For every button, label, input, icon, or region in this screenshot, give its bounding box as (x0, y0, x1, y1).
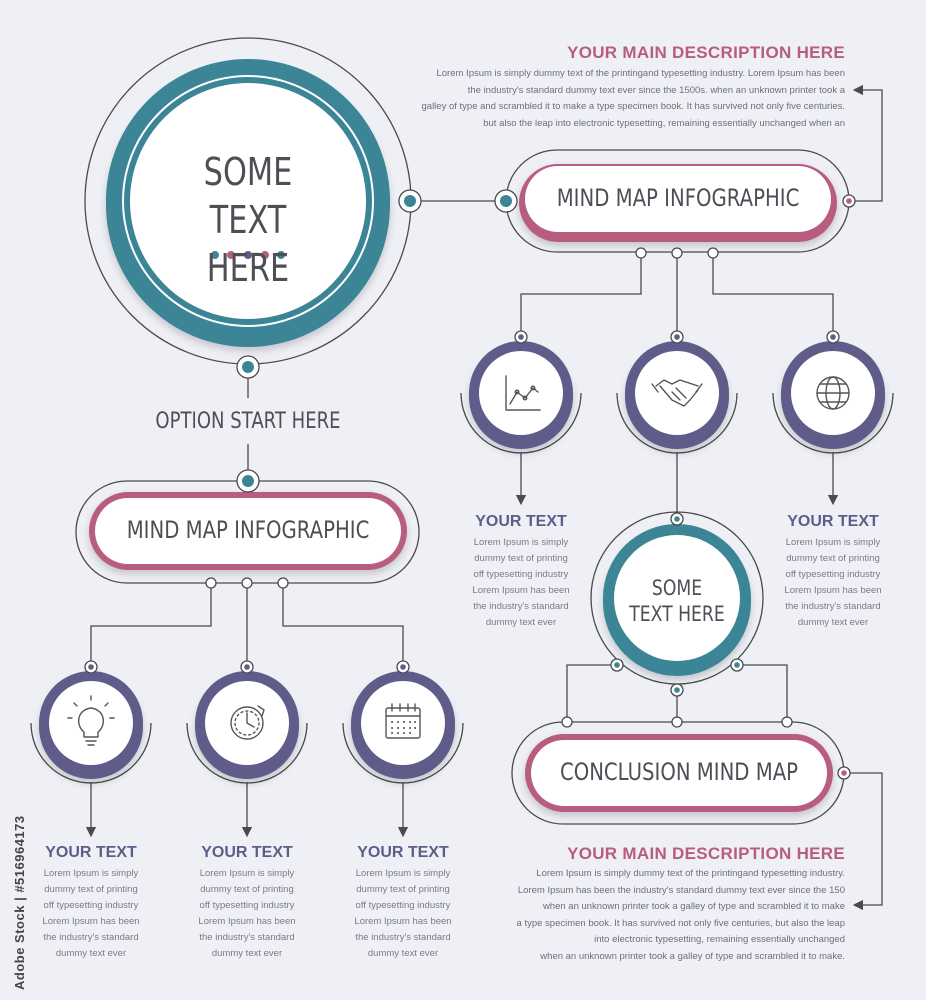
stock-watermark: Adobe Stock | #516964173 (12, 815, 27, 990)
lightbulb-icon (67, 695, 115, 746)
top-description-body: Lorem Ipsum is simply dummy text of the … (421, 68, 846, 129)
right-node-3 (772, 341, 894, 454)
globe-icon (816, 376, 850, 410)
color-dots (211, 251, 285, 259)
left-node-2 (186, 671, 308, 784)
left-pill-label: MIND MAP INFOGRAPHIC (126, 516, 370, 544)
left-node-2-body: Lorem Ipsum is simply dummy text of prin… (198, 868, 296, 959)
left-node-3 (342, 671, 464, 784)
connector-dots (84, 189, 856, 780)
top-description-title: YOUR MAIN DESCRIPTION HERE (567, 43, 845, 62)
left-node-1 (30, 671, 152, 784)
right-node-1-body: Lorem Ipsum is simply dummy text of prin… (472, 537, 570, 628)
line-chart-icon (505, 375, 541, 411)
left-node-1-body: Lorem Ipsum is simply dummy text of prin… (42, 868, 140, 959)
right-node-1 (460, 341, 582, 454)
clock-icon (230, 705, 265, 740)
right-node-3-body: Lorem Ipsum is simply dummy text of prin… (784, 537, 882, 628)
main-circle-text: SOME TEXT HERE (168, 148, 328, 292)
left-pill (75, 480, 420, 584)
top-pill (505, 149, 850, 253)
conclusion-pill (511, 721, 845, 825)
bottom-description-body: Lorem Ipsum is simply dummy text of the … (516, 868, 845, 962)
main-circle-line2: TEXT HERE (206, 198, 290, 290)
left-node-1-title: YOUR TEXT (45, 844, 137, 861)
secondary-circle-line2: TEXT HERE (629, 602, 725, 626)
top-pill-label: MIND MAP INFOGRAPHIC (556, 184, 800, 212)
conclusion-pill-label: CONCLUSION MIND MAP (559, 758, 799, 786)
handshake-icon (651, 379, 703, 407)
secondary-circle (590, 511, 764, 685)
left-node-2-title: YOUR TEXT (201, 844, 293, 861)
left-node-3-body: Lorem Ipsum is simply dummy text of prin… (354, 868, 452, 959)
bottom-description-title: YOUR MAIN DESCRIPTION HERE (567, 844, 845, 863)
main-circle (84, 37, 412, 365)
main-circle-line1: SOME (203, 150, 293, 194)
secondary-circle-text: SOME TEXT HERE (628, 575, 726, 627)
right-node-1-title: YOUR TEXT (475, 513, 567, 530)
option-start-label: OPTION START HERE (155, 409, 341, 434)
calendar-icon (385, 703, 421, 739)
secondary-circle-line1: SOME (651, 576, 703, 600)
right-node-2 (616, 341, 738, 454)
right-node-3-title: YOUR TEXT (787, 513, 879, 530)
left-node-3-title: YOUR TEXT (357, 844, 449, 861)
